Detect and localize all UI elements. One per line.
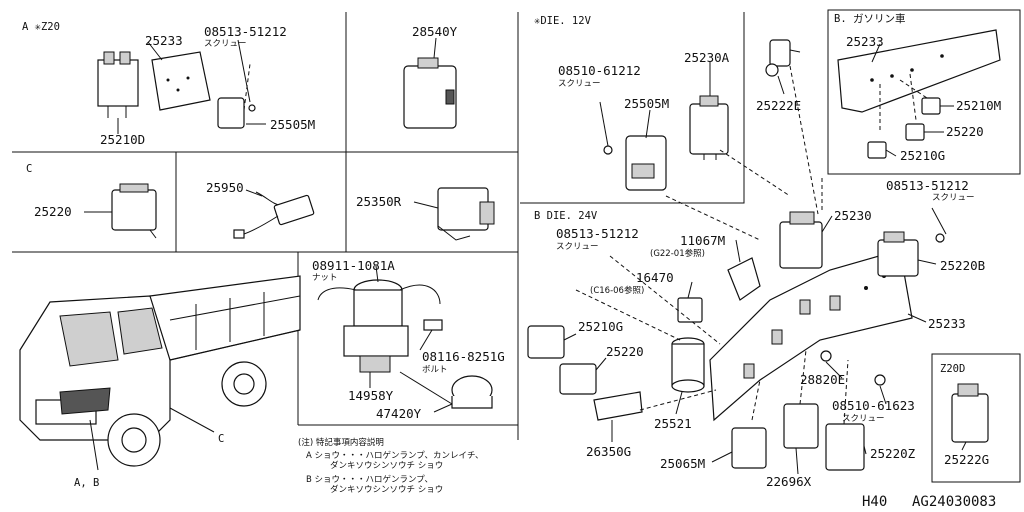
label-08513-b24: 08513-51212 [556, 226, 639, 241]
callout-c: C [218, 433, 224, 445]
notes-a-line2: ダンキソウシンソウチ ショウ [330, 460, 443, 471]
section-die-12v: ✳DIE. 12V [534, 15, 592, 27]
bracket-25233-gas-drawing [837, 29, 1001, 130]
switch-25222e-drawing [765, 39, 801, 77]
section-b-gasoline: B. ガソリン車 [834, 12, 905, 25]
relay-22696x-drawing [783, 403, 819, 449]
label-25065m: 25065M [660, 456, 705, 471]
label-25233-gas: 25233 [846, 34, 884, 49]
label-nut: ナット [312, 273, 338, 283]
label-25220-gas: 25220 [946, 124, 984, 139]
dashed-connectors [575, 65, 849, 425]
label-08510-r: 08510-61623 [832, 398, 915, 413]
label-16470: 16470 [636, 270, 674, 285]
notes-b-line1: B ショウ・・・ハロゲンランプ、 [306, 474, 433, 485]
relay-25220b-drawing [877, 231, 945, 277]
label-screw-r: スクリュー [932, 193, 975, 203]
section-c: C [26, 163, 32, 175]
footer-page: H40 [862, 494, 887, 510]
flasher-25350r-drawing [437, 187, 495, 241]
notes-title: (注) 特記事項内容説明 [298, 437, 384, 448]
callout-a-b: A, B [74, 477, 99, 489]
label-25350r: 25350R [356, 194, 402, 209]
bracket-26350g-drawing [593, 391, 643, 421]
label-28820e: 28820E [800, 372, 845, 387]
relay-25220-c-drawing [111, 183, 157, 239]
label-25505m-die: 25505M [624, 96, 669, 111]
relay-25210g-main-drawing [527, 325, 565, 359]
relay-25230a-drawing [689, 95, 729, 160]
relay-25220-main-drawing [559, 363, 597, 395]
label-25505m-a: 25505M [270, 117, 315, 132]
relay-25220z-drawing [825, 423, 865, 471]
label-25233-a: 25233 [145, 33, 183, 48]
label-25210d: 25210D [100, 132, 145, 147]
label-08116: 08116-8251G [422, 349, 505, 364]
label-25220-c: 25220 [34, 204, 72, 219]
section-b-die-24v: B DIE. 24V [534, 210, 598, 222]
label-22696x: 22696X [766, 474, 812, 489]
label-26350g: 26350G [586, 444, 631, 459]
label-25230: 25230 [834, 208, 872, 223]
harness-25950-drawing [233, 191, 315, 239]
bracket-25233-a-drawing [151, 51, 211, 111]
notes-a-line1: A ショウ・・・ハロゲンランプ、カンレイチ、 [306, 450, 484, 461]
label-25210g-gas: 25210G [900, 148, 945, 163]
label-25950: 25950 [206, 180, 244, 195]
footer-code: AG24030083 [912, 494, 996, 510]
label-08513-a: 08513-51212 [204, 24, 287, 39]
label-g22-ref: (G22-01参照) [650, 248, 705, 259]
label-bolt: ボルト [422, 365, 448, 375]
label-11067m: 11067M [680, 233, 725, 248]
relay-25222g-drawing [951, 383, 989, 443]
relay-25065m-drawing [731, 427, 767, 469]
notes-b-line2: ダンキソウシンソウチ ショウ [330, 484, 443, 495]
label-25220z: 25220Z [870, 446, 916, 461]
label-28540y: 28540Y [412, 24, 458, 39]
module-28540y-drawing [403, 57, 457, 129]
label-25521: 25521 [654, 416, 692, 431]
relay-25220-gas-drawing [905, 123, 925, 141]
section-a-z20: A ✳Z20 [22, 21, 60, 33]
condenser-25521-drawing [671, 337, 705, 393]
label-25230a: 25230A [684, 50, 730, 65]
unit-25505m-a-drawing [217, 63, 256, 129]
unit-25505m-die-drawing [599, 101, 667, 191]
screw-28820e-drawing [820, 350, 886, 386]
label-25210m: 25210M [956, 98, 1001, 113]
horn-assembly-drawing [317, 279, 493, 409]
section-z20d: Z20D [940, 363, 965, 375]
relay-25210d-drawing [97, 51, 139, 118]
label-08911: 08911-1081A [312, 258, 395, 273]
label-47420y: 47420Y [376, 406, 422, 421]
label-screw-r2: スクリュー [842, 414, 885, 424]
label-25233-main: 25233 [928, 316, 966, 331]
sensor-16470-drawing [677, 297, 703, 323]
label-c16-ref: (C16-06参照) [590, 285, 644, 296]
part-11067m-drawing [727, 257, 761, 301]
label-25220-main: 25220 [606, 344, 644, 359]
label-08513-r: 08513-51212 [886, 178, 969, 193]
label-25210g-main: 25210G [578, 319, 623, 334]
label-screw-b24: スクリュー [556, 242, 599, 252]
label-25220b: 25220B [940, 258, 985, 273]
leader-lines [84, 37, 967, 475]
label-screw-die: スクリュー [558, 79, 601, 89]
label-25222e: 25222E [756, 98, 801, 113]
relay-25230-drawing [779, 211, 823, 269]
label-25222g: 25222G [944, 452, 989, 467]
label-14958y: 14958Y [348, 388, 394, 403]
truck-drawing [19, 275, 301, 471]
relay-25210g-gas-drawing [867, 141, 887, 159]
label-screw-a: スクリュー [204, 39, 247, 49]
label-08510-die: 08510-61212 [558, 63, 641, 78]
relay-25210m-drawing [921, 97, 941, 115]
